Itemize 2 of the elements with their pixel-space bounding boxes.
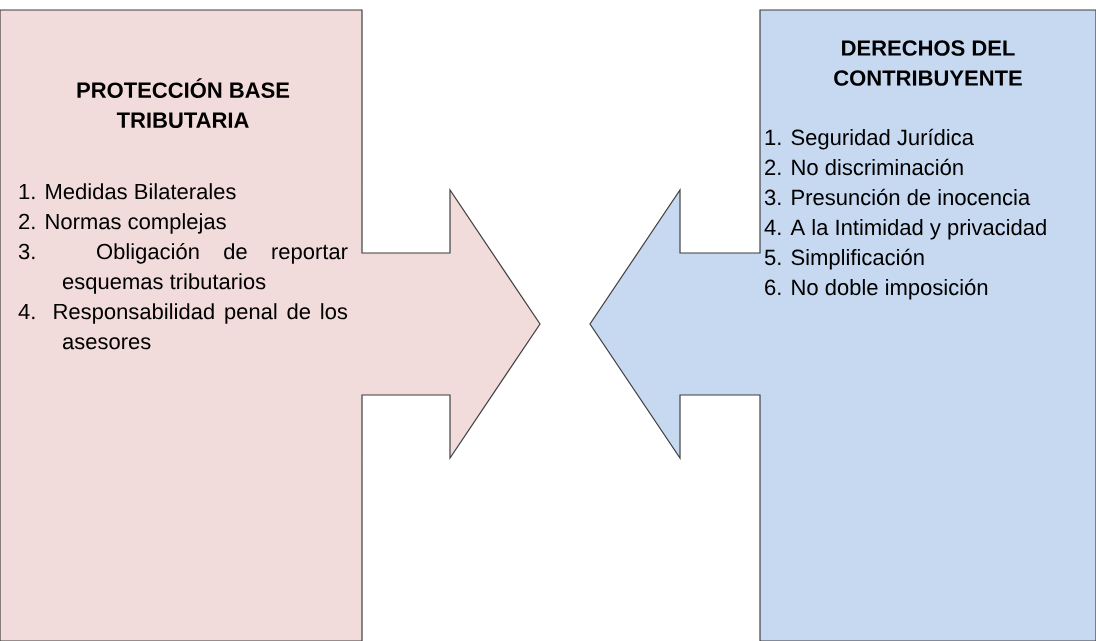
arrow-callout: DERECHOS DEL CONTRIBUYENTE 1. Seguridad Jurídica 2. No discriminación 3. Presunción de inocencia 4. A la Intimidad y privacidad 5. Simplificación 6. No doble imposición xyxy=(589,9,1096,641)
arrow-callout: PROTECCIÓN BASE TRIBUTARIA 1. Medidas Bilaterales 2. Normas complejas 3. Obligación de reportar esquemas tributarios 4. Responsabilidad penal de los asesores xyxy=(0,9,541,641)
